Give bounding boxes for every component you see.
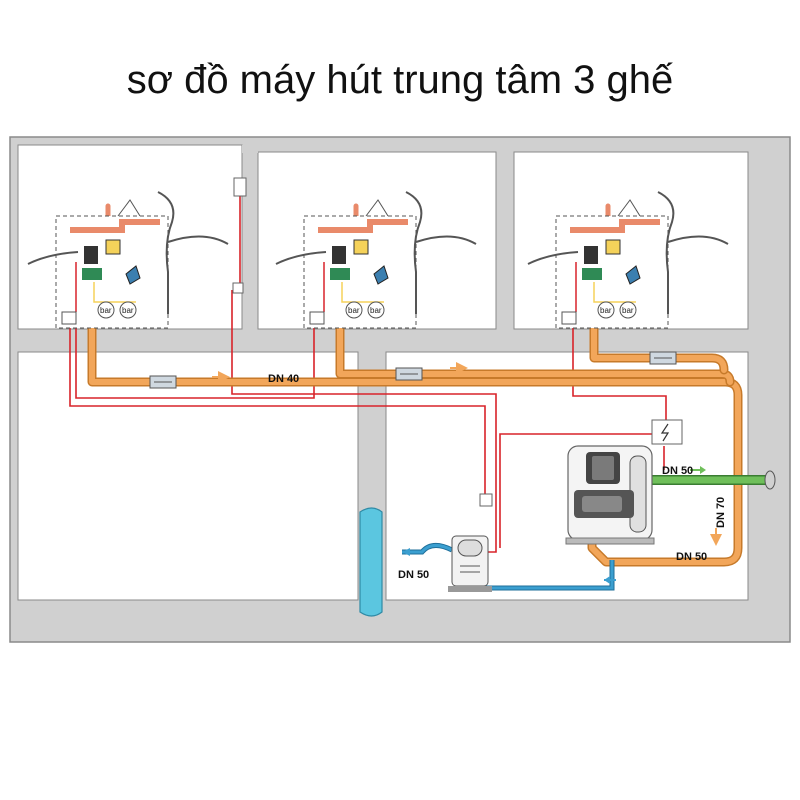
electric-symbol-icon [660,423,670,442]
wall-gap-top-left [242,145,258,153]
control-boxes [232,177,683,507]
corridor-left [17,351,359,601]
pipe-label-dn70: DN 70 [715,497,727,528]
chair-2: bar bar [275,191,477,329]
wall-switch-box [233,177,247,197]
gauge-label: bar [370,306,382,315]
exhaust-outlet [764,470,776,490]
chair-3: bar bar [527,191,729,329]
gauge-label: bar [348,306,360,315]
gauge-label: bar [622,306,634,315]
drain-pipe [402,543,616,591]
separator-control-box [479,493,493,507]
electrical-wiring [69,196,667,553]
drain-pump-unit [448,535,492,592]
sewer-standpipe [359,507,383,617]
chair-1: bar bar [27,191,229,329]
pipe-label-bottom-dn50: DN 50 [676,551,707,563]
gauge-label: bar [100,306,112,315]
gauge-label: bar [600,306,612,315]
pipe-label-drain-dn50: DN 50 [398,569,429,581]
diagram-title: sơ đồ máy hút trung tâm 3 ghế [126,58,674,102]
pipe-label-green-dn50: DN 50 [662,465,693,477]
suction-pipes [87,203,743,567]
pipe-label-dn40: DN 40 [268,373,299,385]
central-suction-unit [565,445,655,545]
pipe-separators [149,351,677,389]
wall-socket-box [232,282,244,294]
gauge-label: bar [122,306,134,315]
power-supply-box [651,419,683,445]
